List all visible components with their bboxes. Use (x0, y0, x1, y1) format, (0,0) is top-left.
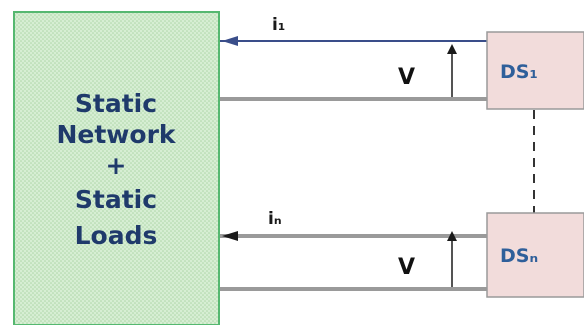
source-1-current-arrow-icon (222, 36, 238, 46)
source-n-voltage-label: V (398, 255, 415, 280)
source-n-group: iₙ V DSₙ (220, 209, 584, 298)
source-n-name: DSₙ (500, 245, 538, 267)
network-label-line-1: Static (75, 89, 157, 118)
source-n-box (486, 212, 584, 298)
source-1-current-label: i₁ (272, 15, 285, 35)
network-label-line-4: Static (75, 185, 157, 214)
static-network-box (13, 11, 220, 325)
source-n-current-arrow-icon (222, 231, 238, 241)
source-n-current-label: iₙ (268, 209, 282, 229)
network-label-line-5: Loads (75, 221, 158, 250)
source-1-box (486, 31, 584, 110)
source-1-name: DS₁ (500, 61, 538, 83)
source-1-voltage-label: V (398, 65, 415, 90)
static-network-block: Static Network + Static Loads (13, 11, 220, 325)
source-1-group: i₁ V DS₁ (220, 15, 584, 110)
network-label-line-2: Network (56, 120, 176, 149)
network-label-line-3: + (106, 151, 127, 180)
